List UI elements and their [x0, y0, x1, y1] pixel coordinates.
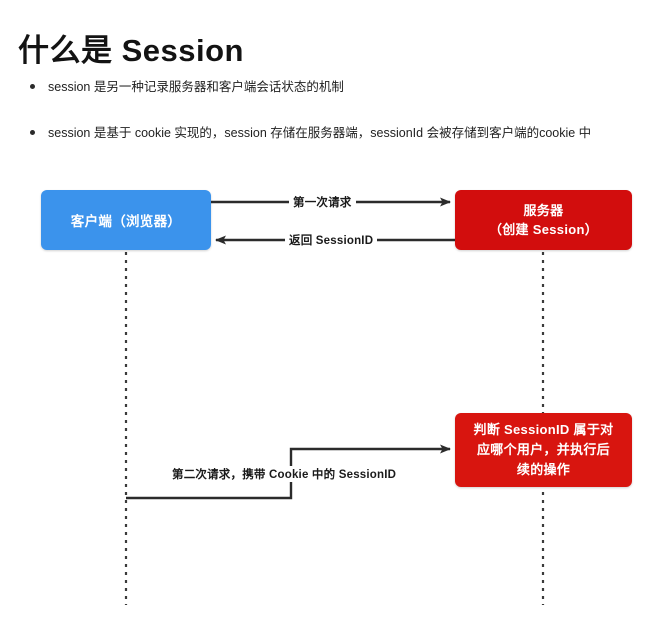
node-server-label-line-1: 服务器 — [523, 203, 564, 218]
list-item: session 是另一种记录服务器和客户端会话状态的机制 — [26, 78, 656, 96]
bullet-dot-icon — [30, 84, 35, 89]
edge-label-response-1: 返回 SessionID — [285, 232, 378, 248]
node-server[interactable]: 服务器 （创建 Session） — [455, 190, 632, 250]
list-item-text: session 是另一种记录服务器和客户端会话状态的机制 — [48, 80, 344, 94]
node-process[interactable]: 判断 SessionID 属于对 应哪个用户，并执行后 续的操作 — [455, 413, 632, 487]
edge-label-request-1: 第一次请求 — [289, 194, 356, 210]
node-process-label-line-3: 续的操作 — [516, 462, 571, 477]
node-process-label-line-1: 判断 SessionID 属于对 — [473, 422, 614, 437]
node-server-label-line-2: （创建 Session） — [488, 222, 599, 237]
edge-label-request-2: 第二次请求，携带 Cookie 中的 SessionID — [168, 466, 401, 482]
node-client-label: 客户端（浏览器） — [70, 214, 182, 229]
page-title: 什么是 Session — [18, 32, 244, 68]
bullet-list: session 是另一种记录服务器和客户端会话状态的机制 session 是基于… — [26, 78, 656, 170]
node-client[interactable]: 客户端（浏览器） — [41, 190, 211, 250]
list-item-text: session 是基于 cookie 实现的，session 存储在服务器端，s… — [48, 126, 592, 140]
node-process-label-line-2: 应哪个用户，并执行后 — [476, 442, 610, 457]
node-process-label: 判断 SessionID 属于对 应哪个用户，并执行后 续的操作 — [474, 420, 614, 480]
sequence-diagram: 客户端（浏览器） 服务器 （创建 Session） 判断 SessionID 属… — [0, 160, 668, 622]
node-server-label: 服务器 （创建 Session） — [489, 201, 598, 239]
bullet-dot-icon — [30, 130, 35, 135]
list-item: session 是基于 cookie 实现的，session 存储在服务器端，s… — [26, 124, 656, 142]
